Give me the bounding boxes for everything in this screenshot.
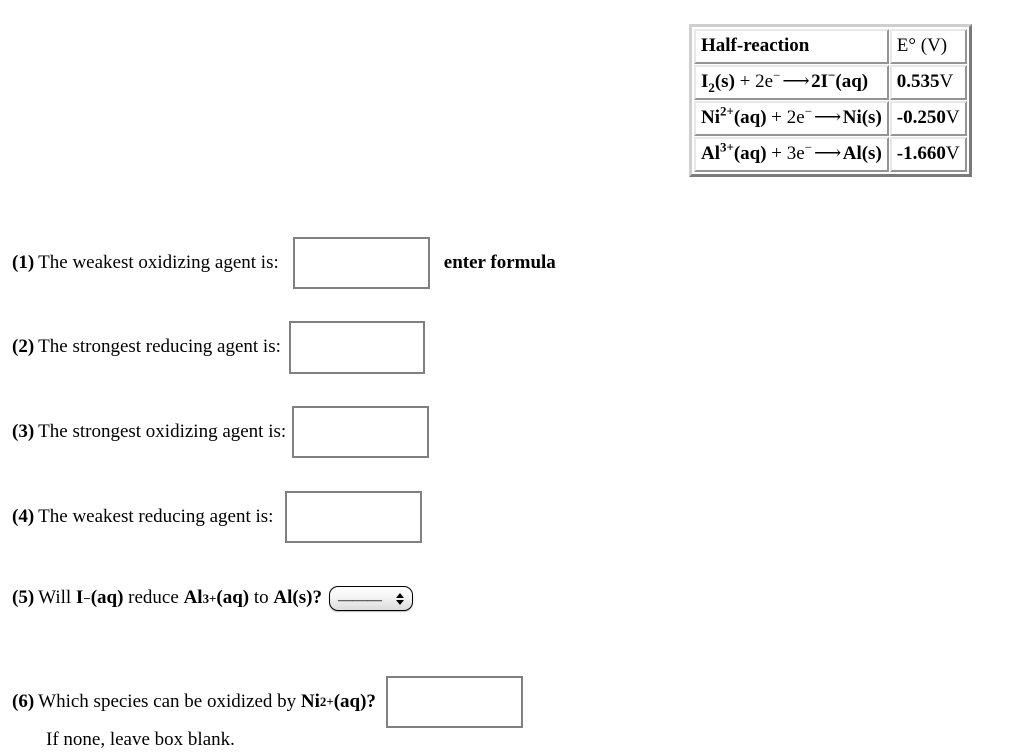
product-symbol: Ni [842,107,862,129]
question-1: (1) The weakest oxidizing agent is: ente… [12,237,556,289]
table-row: Al3+(aq) + 3e−⟶Al(s) -1.660V [694,137,967,172]
reactant-superscript: 3+ [720,140,734,156]
potential-unit: V [945,107,960,129]
question-5-select-value: ——— [337,591,382,608]
header-potential: E° (V) [889,29,967,64]
reactant-state: (aq) [733,143,767,165]
question-5-text-b: reduce [128,587,179,609]
product-symbol: Al [842,143,862,165]
question-5-species-1: I [75,587,84,609]
question-6-species: Ni [300,690,320,712]
reaction-arrow-icon: ⟶ [813,143,841,165]
question-6-species-state: (aq)? [333,690,376,712]
question-6-input[interactable] [385,676,523,728]
question-6-number: (6) [12,690,35,712]
table-row: Ni2+(aq) + 2e−⟶Ni(s) -0.250V [694,101,967,136]
question-3-number: (3) [12,420,35,442]
product-state: (aq) [835,71,869,93]
question-1-text: The weakest oxidizing agent is: [38,251,279,273]
electron-term: + 3e [771,143,805,165]
question-3-text: The strongest oxidizing agent is: [38,420,287,442]
cell-half-reaction-1: Ni2+(aq) + 2e−⟶Ni(s) [694,101,889,136]
electron-charge: − [804,140,812,156]
question-5-text-c: to [253,587,269,609]
cell-potential-2: -1.660V [889,137,967,172]
question-5-species-2: Al [183,587,203,609]
reactant-symbol: Ni [701,107,720,129]
electron-charge: − [773,68,781,84]
question-5-number: (5) [12,587,35,609]
reactant-state: (s) [714,71,735,93]
question-6-line-2: If none, leave box blank. [46,729,235,750]
half-reaction-table-container: Half-reaction E° (V) I2(s) + 2e−⟶2I−(aq)… [689,24,972,177]
product-superscript: − [828,68,836,84]
cell-potential-1: -0.250V [889,101,967,136]
question-1-hint: enter formula [443,251,556,273]
question-5-species-3: Al(s)? [273,587,322,609]
question-2-input[interactable] [288,321,425,374]
electron-term: + 2e [771,107,805,129]
electron-charge: − [804,104,812,120]
half-reaction-table: Half-reaction E° (V) I2(s) + 2e−⟶2I−(aq)… [693,28,968,173]
question-4-input[interactable] [285,491,423,543]
question-4: (4) The weakest reducing agent is: [12,491,423,543]
reaction-arrow-icon: ⟶ [813,107,841,129]
question-4-text: The weakest reducing agent is: [38,505,274,527]
reactant-symbol: I [701,71,709,93]
cell-half-reaction-0: I2(s) + 2e−⟶2I−(aq) [694,65,889,100]
question-5-species-2-state: (aq) [216,587,250,609]
product-state: (s) [861,107,882,129]
potential-unit: V [939,71,954,93]
question-1-input[interactable] [292,237,430,289]
potential-unit: V [945,143,960,165]
header-potential-label: E° (V) [896,35,948,57]
electron-term: + 2e [739,71,774,93]
question-5-select[interactable]: ——— [328,586,413,611]
question-2: (2) The strongest reducing agent is: [12,321,425,374]
potential-value: -1.660 [896,143,946,165]
question-4-number: (4) [12,505,35,527]
cell-half-reaction-2: Al3+(aq) + 3e−⟶Al(s) [694,137,889,172]
reactant-state: (aq) [733,107,767,129]
reactant-superscript: 2+ [720,104,734,120]
question-2-number: (2) [12,336,35,358]
question-2-text: The strongest reducing agent is: [38,336,281,358]
cell-potential-0: 0.535V [889,65,967,100]
product-symbol: 2I [811,71,829,93]
question-3-input[interactable] [292,406,430,458]
header-half-reaction: Half-reaction [694,29,889,64]
question-5-text-a: Will [38,587,72,609]
table-row: I2(s) + 2e−⟶2I−(aq) 0.535V [694,65,967,100]
header-half-reaction-label: Half-reaction [701,35,810,57]
potential-value: 0.535 [896,71,940,93]
question-5-species-1-state: (aq) [90,587,124,609]
chevron-updown-icon [396,590,405,608]
product-state: (s) [861,143,882,165]
reactant-subscript: 2 [708,80,715,96]
reaction-arrow-icon: ⟶ [782,71,810,93]
potential-value: -0.250 [896,107,946,129]
table-header-row: Half-reaction E° (V) [694,29,967,64]
question-1-number: (1) [12,251,35,273]
question-3: (3) The strongest oxidizing agent is: [12,406,430,458]
reactant-symbol: Al [701,143,720,165]
question-6-text: Which species can be oxidized by [38,690,297,712]
